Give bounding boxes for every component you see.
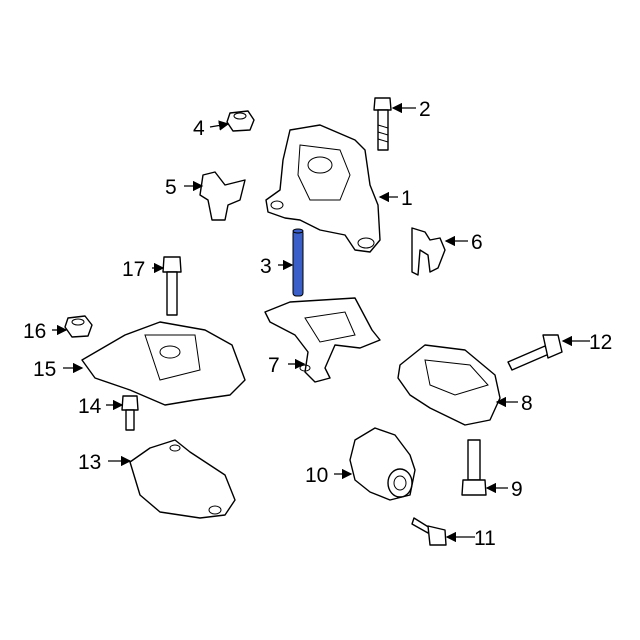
callout-11[interactable]: 11 (474, 527, 496, 550)
callout-3[interactable]: 3 (260, 255, 272, 278)
callout-7[interactable]: 7 (268, 354, 280, 377)
callout-13[interactable]: 13 (78, 451, 101, 474)
part-16-nut[interactable] (64, 315, 93, 338)
callout-2[interactable]: 2 (419, 98, 431, 121)
part-3-rod[interactable] (292, 228, 304, 297)
callout-10[interactable]: 10 (305, 464, 328, 487)
callout-4[interactable]: 4 (193, 117, 205, 140)
part-5-bracket[interactable] (199, 171, 246, 221)
callout-1[interactable]: 1 (401, 187, 413, 210)
callout-12[interactable]: 12 (589, 331, 612, 354)
part-15-transmission-mount[interactable] (81, 321, 246, 406)
part-13-bracket[interactable] (129, 439, 236, 519)
callout-labels: 1 2 3 4 5 6 7 8 9 10 11 12 13 14 15 16 1… (23, 98, 612, 550)
callout-9[interactable]: 9 (511, 478, 523, 501)
leader-lines (52, 102, 590, 543)
part-11-bolt[interactable] (411, 517, 447, 546)
part-14-bolt[interactable] (121, 395, 139, 431)
callout-15[interactable]: 15 (33, 358, 56, 381)
callout-8[interactable]: 8 (521, 392, 533, 415)
part-9-bolt[interactable] (461, 439, 487, 496)
callout-5[interactable]: 5 (165, 176, 177, 199)
part-1-engine-mount[interactable] (265, 124, 381, 253)
callout-17[interactable]: 17 (122, 258, 145, 281)
part-12-bolt[interactable] (507, 334, 563, 371)
part-2-bolt[interactable] (373, 97, 392, 151)
callout-14[interactable]: 14 (78, 395, 102, 418)
part-8-mount[interactable] (397, 344, 501, 426)
callout-6[interactable]: 6 (471, 231, 483, 254)
part-4-nut[interactable] (226, 110, 255, 132)
part-17-bolt[interactable] (162, 256, 182, 316)
part-10-mount[interactable] (349, 427, 416, 501)
part-7-bracket[interactable] (264, 297, 381, 383)
callout-16[interactable]: 16 (23, 320, 46, 343)
part-6-bracket[interactable] (411, 227, 446, 276)
